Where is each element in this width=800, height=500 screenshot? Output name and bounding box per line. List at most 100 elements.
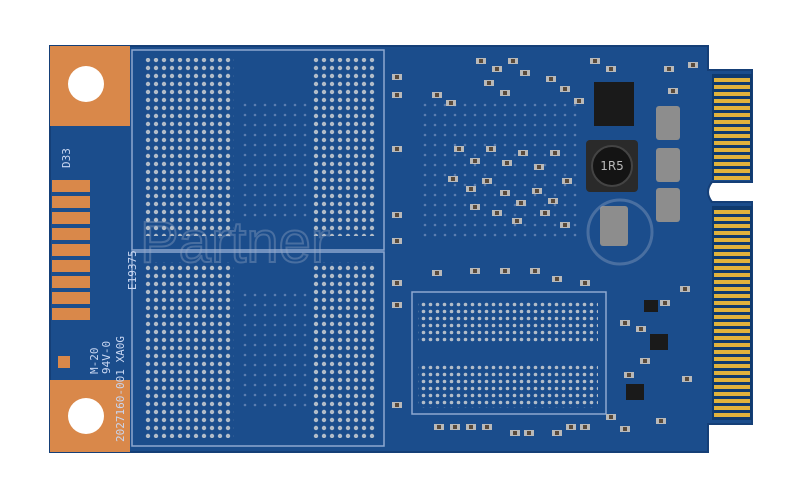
smd-component-body <box>537 165 541 169</box>
nand-footprint-top <box>131 49 385 251</box>
smd-component-body <box>503 191 507 195</box>
gold-finger <box>714 120 750 124</box>
smd-component-body <box>551 199 555 203</box>
inductor: 1R5 <box>586 140 638 192</box>
smd-component-body <box>563 223 567 227</box>
smd-component-body <box>473 205 477 209</box>
gold-finger <box>714 238 750 242</box>
smd-component-body <box>691 63 695 67</box>
gold-finger <box>714 141 750 145</box>
smd-component-body <box>569 425 573 429</box>
smd-component-body <box>627 373 631 377</box>
smd-component-body <box>437 425 441 429</box>
inductor-label: 1R5 <box>600 159 624 173</box>
smd-component-body <box>623 321 627 325</box>
smd-component-body <box>521 151 525 155</box>
gold-finger <box>714 127 750 131</box>
smd-component-body <box>485 179 489 183</box>
smd-component-body <box>495 211 499 215</box>
smd-component-body <box>663 301 667 305</box>
date-code: E19375 <box>126 250 139 290</box>
gold-finger <box>714 357 750 361</box>
m20-marking: M-20 <box>88 348 101 375</box>
gold-finger <box>714 385 750 389</box>
via-field <box>420 100 580 240</box>
smd-component-body <box>543 211 547 215</box>
smd-component-body <box>577 99 581 103</box>
gold-finger <box>714 92 750 96</box>
smd-component-body <box>495 67 499 71</box>
capacitor-column <box>600 106 680 246</box>
watermark: Partner <box>140 210 330 275</box>
gold-finger <box>714 266 750 270</box>
gold-finger <box>714 392 750 396</box>
gold-finger <box>714 413 750 417</box>
gold-finger <box>714 78 750 82</box>
gold-finger <box>714 378 750 382</box>
smd-component-body <box>515 219 519 223</box>
revision-marking: 94V-0 <box>100 341 113 374</box>
smd-component-body <box>519 201 523 205</box>
smd-component-body <box>555 431 559 435</box>
gold-finger <box>714 406 750 410</box>
smd-component-body <box>487 81 491 85</box>
gold-finger <box>714 210 750 214</box>
gold-finger <box>714 148 750 152</box>
smd-component-body <box>583 425 587 429</box>
smd-component-body <box>503 91 507 95</box>
smd-component-body <box>609 67 613 71</box>
gold-finger <box>714 259 750 263</box>
smd-component-body <box>473 159 477 163</box>
smd-component-body <box>479 59 483 63</box>
gold-finger <box>714 308 750 312</box>
transistors <box>626 300 668 400</box>
smd-component-body <box>533 269 537 273</box>
test-pad-column <box>52 180 90 368</box>
smd-component-body <box>535 189 539 193</box>
smd-component-body <box>683 287 687 291</box>
gold-finger <box>714 329 750 333</box>
smd-component-body <box>511 59 515 63</box>
watermark-logo <box>586 198 654 266</box>
gold-finger <box>714 280 750 284</box>
smd-component-body <box>565 179 569 183</box>
smd-component-body <box>453 425 457 429</box>
gold-finger <box>714 336 750 340</box>
smd-component-body <box>523 71 527 75</box>
silkscreen-text: 2027160-001 XA0G <box>114 336 127 442</box>
smd-component-body <box>555 277 559 281</box>
smd-component-body <box>395 303 399 307</box>
smd-component-body <box>643 359 647 363</box>
passive-components <box>392 58 698 436</box>
smd-component-body <box>527 431 531 435</box>
smd-component-body <box>395 75 399 79</box>
smd-component-body <box>639 327 643 331</box>
mounting-hole-bottom <box>50 380 130 452</box>
gold-finger <box>714 294 750 298</box>
smd-component-body <box>593 59 597 63</box>
gold-finger <box>714 176 750 180</box>
smd-component-body <box>469 425 473 429</box>
smd-component-body <box>395 403 399 407</box>
gold-finger <box>714 155 750 159</box>
smd-component-body <box>563 87 567 91</box>
smd-component-body <box>505 161 509 165</box>
gold-finger <box>714 85 750 89</box>
smd-component-body <box>395 213 399 217</box>
smd-component-body <box>623 427 627 431</box>
mounting-hole-top <box>50 46 130 126</box>
pad-label: D33 <box>60 148 73 168</box>
smd-component-body <box>469 187 473 191</box>
gold-finger <box>714 162 750 166</box>
gold-finger <box>714 224 750 228</box>
gold-finger <box>714 315 750 319</box>
smd-component-body <box>449 101 453 105</box>
smd-component-body <box>451 177 455 181</box>
gold-finger <box>714 287 750 291</box>
smd-component-body <box>457 147 461 151</box>
gold-finger <box>714 231 750 235</box>
smd-component-body <box>395 93 399 97</box>
gold-finger <box>714 399 750 403</box>
